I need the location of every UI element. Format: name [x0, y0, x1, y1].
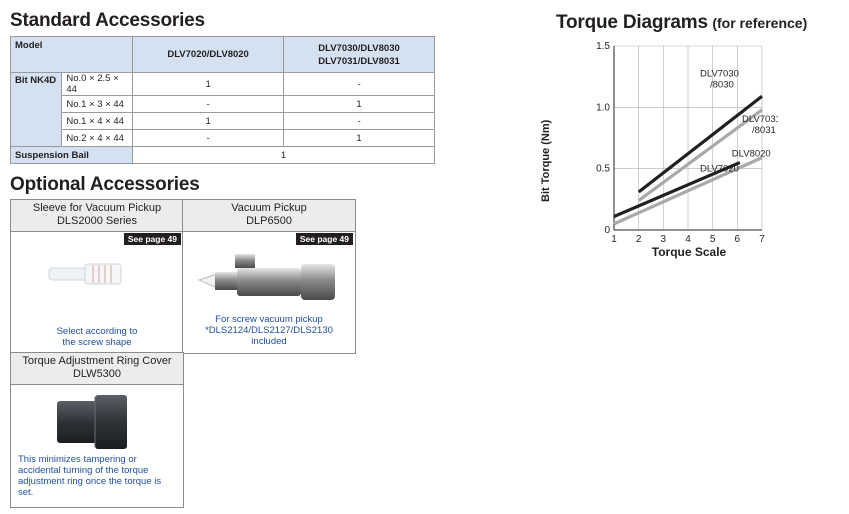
ring-description: This minimizes tampering or accidental t…	[18, 454, 178, 498]
table-header-row: Model DLV7020/DLV8020 DLV7030/DLV8030 DL…	[9, 36, 435, 73]
ring-desc-line1: This minimizes tampering or	[18, 454, 137, 465]
model-b-header: DLV7030/DLV8030 DLV7031/DLV8031	[283, 36, 435, 73]
ring-desc-line2: accidental turning of the torque	[18, 465, 149, 476]
pickup-title-line2: DLP6500	[246, 215, 292, 227]
model-b-line1: DLV7030/DLV8030	[318, 42, 400, 54]
bit-size: No.2 × 4 × 44	[61, 129, 134, 147]
bit-size: No.1 × 3 × 44	[61, 95, 134, 113]
value-a: 1	[132, 112, 285, 130]
value-b: 1	[283, 129, 435, 147]
x-tick-label: 6	[735, 234, 741, 245]
ring-desc-line4: set.	[18, 487, 34, 498]
value-a: -	[132, 95, 285, 113]
sleeve-page-tag[interactable]: See page 49	[123, 233, 181, 245]
torque-heading-title: Torque Diagrams	[556, 12, 708, 33]
sleeve-title: Sleeve for Vacuum Pickup DLS2000 Series	[11, 200, 183, 232]
pickup-desc-line1: For screw vacuum pickup	[215, 314, 323, 325]
value-b: -	[283, 72, 435, 96]
pickup-desc-line2: *DLS2124/DLS2127/DLS2130	[205, 325, 333, 336]
series-label: DLV7031/8031	[742, 114, 778, 136]
sleeve-desc-line2: the screw shape	[62, 337, 132, 348]
pickup-description: For screw vacuum pickup *DLS2124/DLS2127…	[183, 314, 355, 347]
x-tick-label: 2	[636, 234, 642, 245]
series-line	[637, 95, 763, 194]
ring-cover-card: Torque Adjustment Ring Cover DLW5300 Thi…	[10, 352, 184, 508]
torque-chart-svg: 1 2 3 4 5 6 7 0 0.5 1.0 1.5DLV7030/8030DLV7031/803…	[596, 41, 781, 245]
bit-size: No.1 × 4 × 44	[61, 112, 134, 130]
ring-title: Torque Adjustment Ring Cover DLW5300	[11, 353, 183, 385]
series-line	[613, 161, 741, 218]
y-axis-label: Bit Torque (Nm)	[540, 119, 552, 202]
model-a-header: DLV7020/DLV8020	[132, 36, 285, 73]
table-row: Suspension Bail 1	[9, 146, 435, 164]
ring-title-line2: DLW5300	[72, 368, 122, 380]
series-line	[613, 156, 763, 226]
pickup-title-line1: Vacuum Pickup	[231, 202, 307, 214]
vacuum-pickup-image	[197, 254, 335, 300]
torque-heading-note: (for reference)	[712, 15, 808, 31]
value-a: -	[132, 129, 285, 147]
model-header: Model	[9, 36, 134, 73]
y-tick-label: 1.0	[596, 102, 610, 113]
pickup-desc-line3: included	[251, 336, 287, 347]
x-tick-label: 5	[710, 234, 716, 245]
series-label: DLV7020	[700, 164, 739, 175]
y-tick-label: 0.5	[596, 164, 610, 175]
pickup-title: Vacuum Pickup DLP6500	[183, 200, 355, 232]
series-label: DLV7030/8030	[700, 68, 739, 90]
sleeve-description: Select according to the screw shape	[11, 326, 183, 348]
ring-title-line1: Torque Adjustment Ring Cover	[22, 355, 172, 367]
table-row: Bit NK4D No.0 × 2.5 × 44 1 -	[9, 72, 435, 147]
y-tick-label: 1.5	[596, 41, 610, 52]
model-b-line2: DLV7031/DLV8031	[318, 55, 400, 67]
torque-heading: Torque Diagrams (for reference)	[556, 12, 807, 34]
vacuum-pickup-card: Vacuum Pickup DLP6500 See page 49 For sc…	[182, 199, 356, 354]
x-tick-label: 7	[759, 234, 765, 245]
series-line	[637, 108, 763, 202]
pickup-page-tag[interactable]: See page 49	[295, 233, 353, 245]
table-row: No.2 × 4 × 44 - 1	[11, 129, 435, 147]
value-a: 1	[132, 72, 285, 96]
suspension-bail-value: 1	[132, 146, 435, 164]
table-row: No.1 × 3 × 44 - 1	[11, 95, 435, 113]
suspension-bail-label: Suspension Bail	[9, 146, 134, 164]
standard-accessories-table: Model DLV7020/DLV8020 DLV7030/DLV8030 DL…	[9, 36, 435, 164]
sleeve-desc-line1: Select according to	[56, 326, 138, 337]
bit-size: No.0 × 2.5 × 44	[61, 72, 134, 96]
sleeve-image	[48, 263, 122, 285]
value-b: -	[283, 112, 435, 130]
sleeve-title-line1: Sleeve for Vacuum Pickup	[32, 202, 162, 214]
sleeve-card: Sleeve for Vacuum Pickup DLS2000 Series …	[10, 199, 184, 354]
x-tick-label: 3	[661, 234, 667, 245]
table-row: No.1 × 4 × 44 1 -	[11, 112, 435, 130]
x-axis-label: Torque Scale	[651, 245, 727, 259]
sleeve-title-line2: DLS2000 Series	[56, 215, 138, 227]
x-tick-label: 4	[685, 234, 691, 245]
series-label: DLV8020	[732, 149, 771, 160]
x-tick-label: 1	[611, 234, 617, 245]
value-b: 1	[283, 95, 435, 113]
standard-accessories-heading: Standard Accessories	[10, 10, 205, 31]
optional-accessories-heading: Optional Accessories	[10, 174, 200, 195]
ring-desc-line3: adjustment ring once the torque is	[18, 476, 162, 487]
y-tick-label: 0	[604, 225, 610, 236]
ring-cover-image	[57, 395, 127, 449]
bit-label: Bit NK4D	[9, 72, 63, 147]
